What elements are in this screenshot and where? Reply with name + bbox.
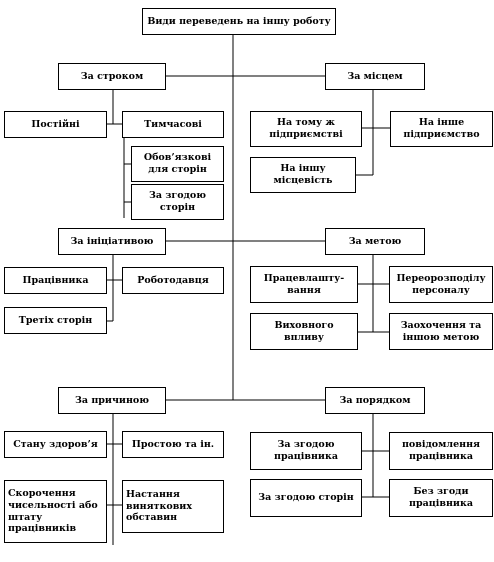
order-child-parties-consent: За згодою сторін — [250, 479, 362, 517]
order-child-notification: повідомлення працівника — [389, 432, 493, 470]
root-node-label: Види переведень на іншу роботу — [147, 15, 331, 27]
temporary-child-agreement: За згодою сторін — [131, 184, 224, 220]
temporary-child-mandatory: Обов’язкові для сторін — [131, 146, 224, 182]
term-child-temporary: Тимчасові — [122, 111, 224, 138]
initiative-node: За ініціативою — [58, 228, 166, 255]
place-child-other-locality: На іншу місцевість — [250, 157, 356, 193]
cause-child-downtime-label: Простою та ін. — [131, 438, 215, 450]
cause-node: За причиною — [58, 387, 166, 414]
order-node-label: За порядком — [339, 394, 411, 406]
cause-child-staff-reduction: Скорочення чисельності або штату працівн… — [4, 480, 107, 543]
place-node: За місцем — [325, 63, 425, 90]
order-child-without-consent-label: Без згоди працівника — [409, 486, 473, 509]
term-node-label: За строком — [80, 70, 144, 82]
order-child-parties-consent-label: За згодою сторін — [258, 492, 354, 504]
initiative-child-employee-label: Працівника — [22, 274, 89, 286]
term-child-temporary-label: Тимчасові — [144, 118, 202, 130]
place-child-same-enterprise: На тому ж підприємстві — [250, 111, 362, 147]
term-child-permanent: Постійні — [4, 111, 107, 138]
purpose-child-employment-label: Працевлашту-вання — [263, 272, 345, 296]
cause-child-health: Стану здоров’я — [4, 431, 107, 458]
initiative-child-employer-label: Роботодавця — [137, 274, 209, 286]
place-child-other-enterprise-label: На інше підприємство — [403, 117, 480, 140]
initiative-child-employer: Роботодавця — [122, 267, 224, 294]
place-child-other-locality-label: На іншу місцевість — [273, 163, 333, 186]
order-child-employee-consent-label: За згодою працівника — [274, 439, 338, 462]
cause-child-downtime: Простою та ін. — [122, 431, 224, 458]
initiative-child-third-parties-label: Третіх сторін — [18, 314, 93, 326]
cause-child-health-label: Стану здоров’я — [13, 438, 98, 450]
place-node-label: За місцем — [347, 70, 403, 82]
temporary-child-mandatory-label: Обов’язкові для сторін — [143, 152, 212, 175]
purpose-child-redistribution: Переорозподілу персоналу — [389, 266, 493, 303]
root-node: Види переведень на іншу роботу — [142, 8, 336, 35]
cause-child-staff-reduction-label: Скорочення чисельності або штату працівн… — [8, 487, 98, 535]
term-child-permanent-label: Постійні — [31, 118, 80, 130]
purpose-node-label: За метою — [348, 235, 402, 247]
order-child-employee-consent: За згодою працівника — [250, 432, 362, 470]
place-child-other-enterprise: На інше підприємство — [390, 111, 493, 147]
purpose-child-encouragement: Заохочення та іншою метою — [389, 313, 493, 350]
purpose-child-encouragement-label: Заохочення та іншою метою — [400, 319, 482, 343]
purpose-child-redistribution-label: Переорозподілу персоналу — [396, 272, 486, 296]
purpose-child-educational-label: Виховного впливу — [274, 319, 334, 343]
place-child-same-enterprise-label: На тому ж підприємстві — [269, 117, 343, 140]
initiative-child-third-parties: Третіх сторін — [4, 307, 107, 334]
cause-node-label: За причиною — [75, 394, 149, 406]
term-node: За строком — [58, 63, 166, 90]
purpose-child-educational: Виховного впливу — [250, 313, 358, 350]
initiative-node-label: За ініціативою — [70, 235, 154, 247]
cause-child-exceptional-label: Настання виняткових обставин — [126, 488, 193, 524]
initiative-child-employee: Працівника — [4, 267, 107, 294]
purpose-node: За метою — [325, 228, 425, 255]
cause-child-exceptional: Настання виняткових обставин — [122, 480, 224, 533]
order-node: За порядком — [325, 387, 425, 414]
order-child-notification-label: повідомлення працівника — [401, 439, 481, 462]
purpose-child-employment: Працевлашту-вання — [250, 266, 358, 303]
temporary-child-agreement-label: За згодою сторін — [149, 190, 206, 213]
order-child-without-consent: Без згоди працівника — [389, 479, 493, 517]
